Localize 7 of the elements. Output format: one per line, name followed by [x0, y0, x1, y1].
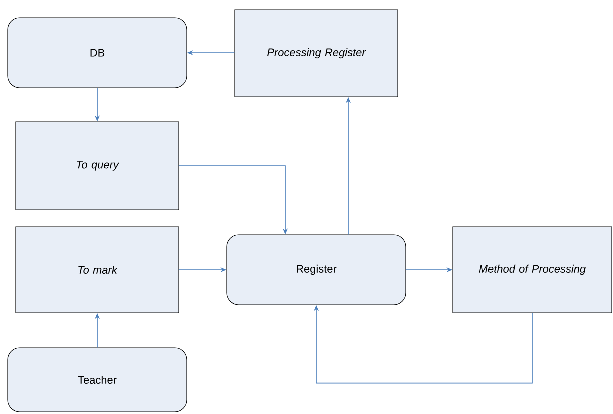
- rounded-box: Register: [226, 234, 406, 306]
- process-box: Method of Processing: [452, 226, 612, 314]
- rounded-box: Teacher: [8, 348, 188, 412]
- process-box: To mark: [16, 226, 180, 314]
- process-box: To query: [16, 122, 180, 210]
- rounded-box: DB: [8, 18, 188, 88]
- process-box: Processing Register: [234, 10, 398, 98]
